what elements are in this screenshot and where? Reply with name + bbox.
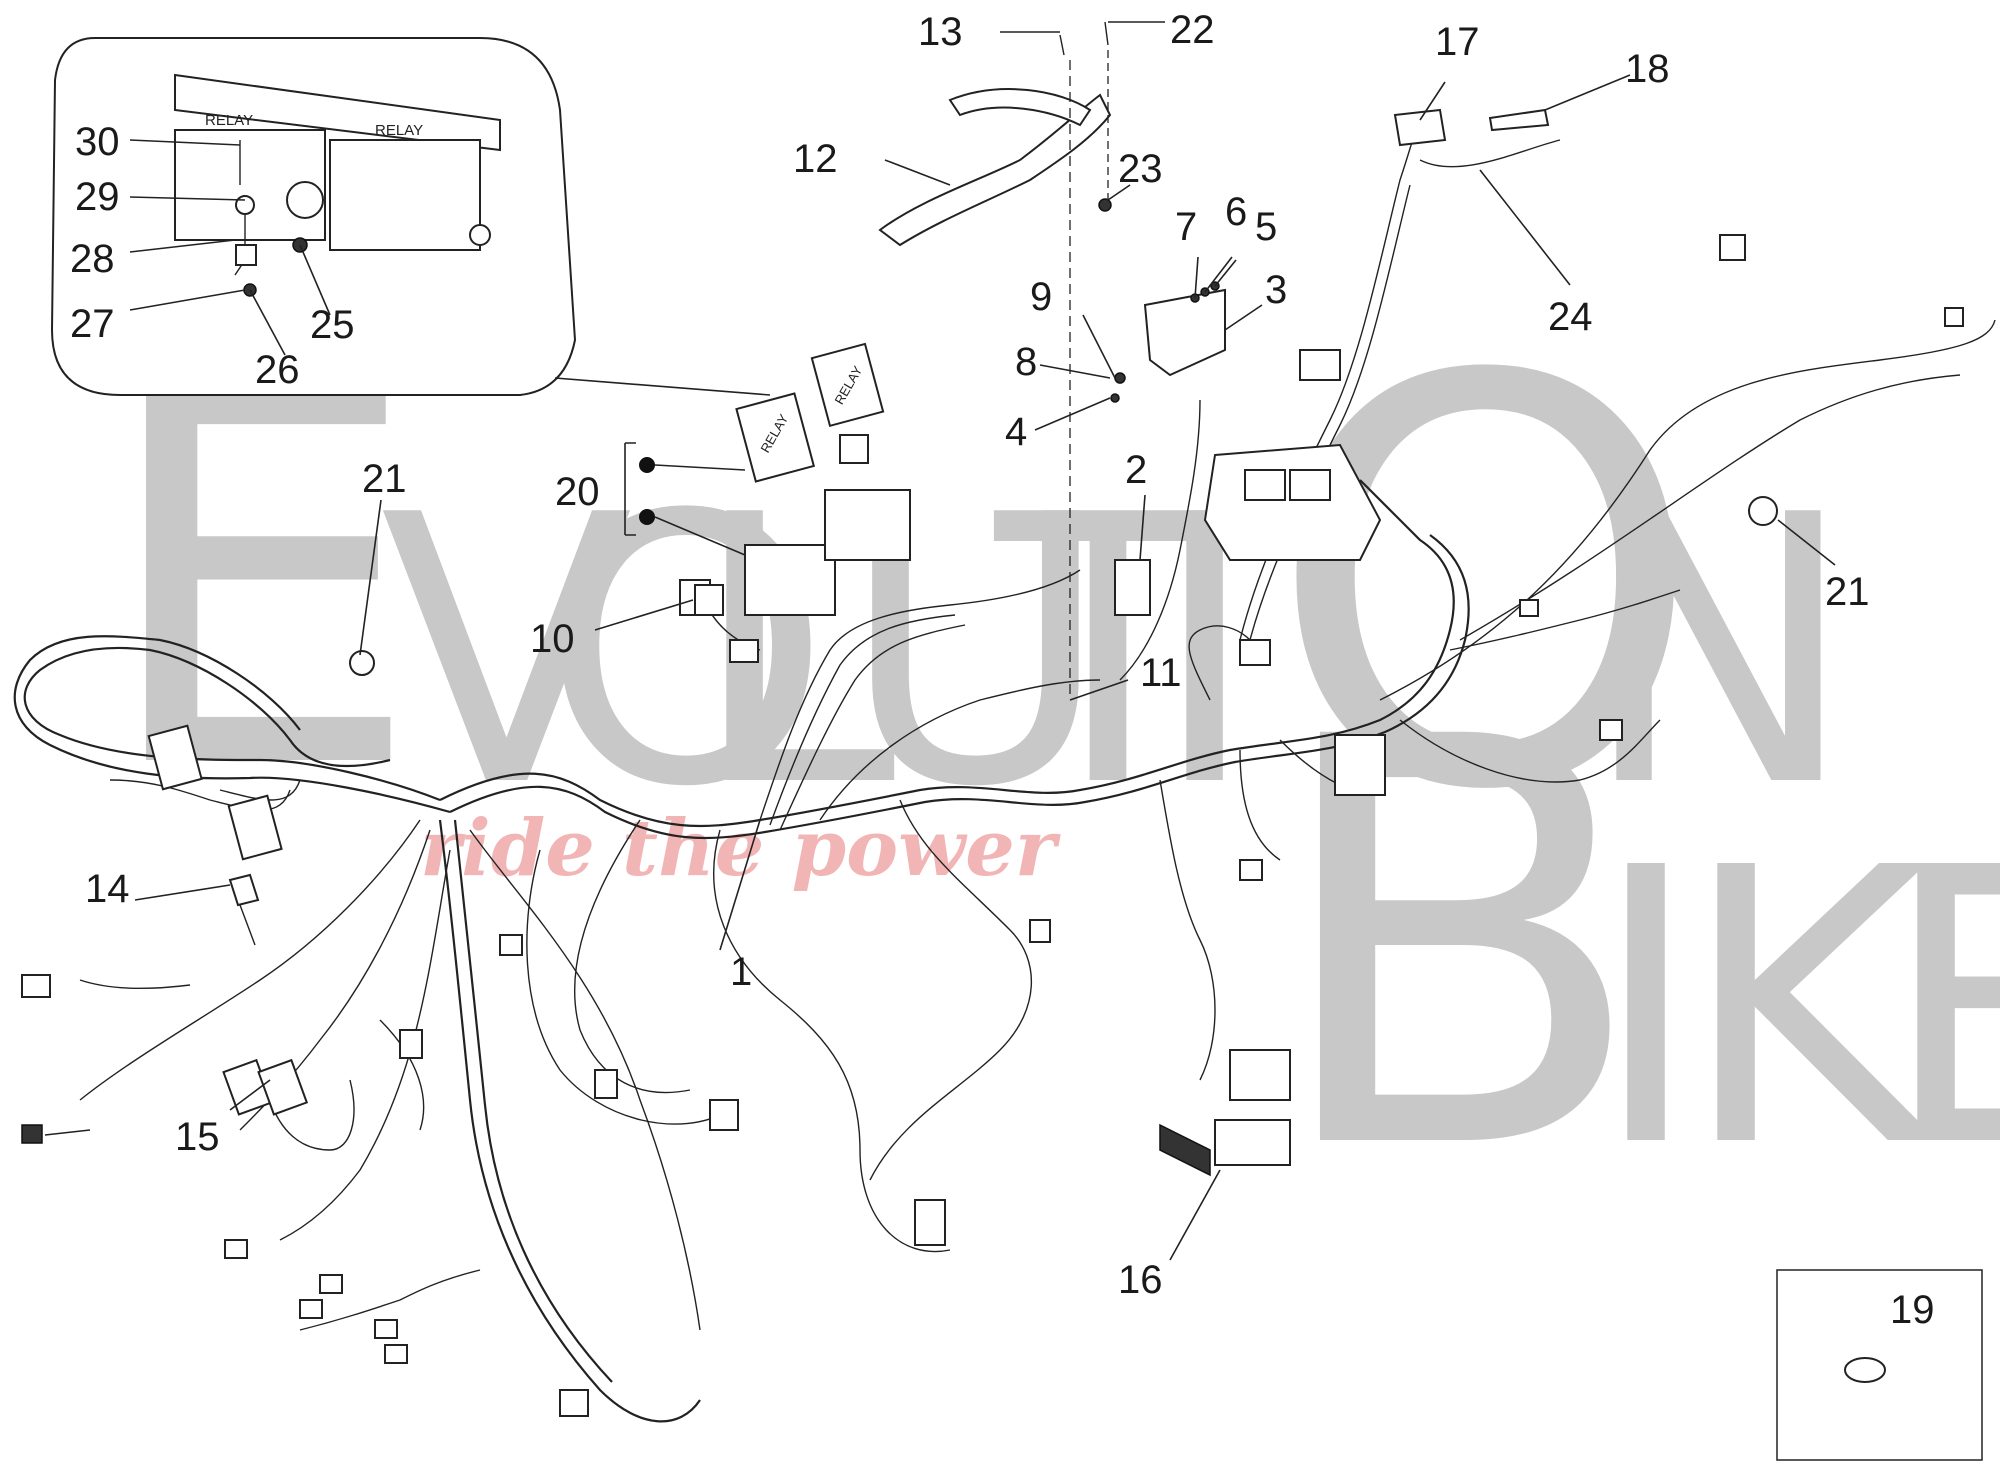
callout-6: 6 (1225, 190, 1247, 234)
callout-22: 22 (1170, 8, 1215, 52)
callout-3: 3 (1265, 268, 1287, 312)
callout-5: 5 (1255, 205, 1277, 249)
callout-13: 13 (918, 10, 963, 54)
callout-19: 19 (1890, 1288, 1935, 1332)
callout-27: 27 (70, 302, 115, 346)
callout-12: 12 (793, 137, 838, 181)
callout-21-right: 21 (1825, 570, 1870, 614)
main-harness (13, 119, 1996, 1423)
watermark: E V O L U T I O N B I K E ride the power (95, 261, 2000, 1273)
callout-16: 16 (1118, 1258, 1163, 1302)
watermark-letter-b: B (1265, 621, 1649, 1273)
watermark-tagline: ride the power (420, 803, 1061, 894)
watermark-letter-n: N (1580, 438, 1857, 868)
callout-23: 23 (1118, 147, 1163, 191)
callout-18: 18 (1625, 47, 1670, 91)
callout-numbers: 1 2 3 4 5 6 7 8 9 10 11 12 13 14 15 16 1… (70, 8, 1935, 1332)
callout-1: 1 (730, 950, 752, 994)
callout-14: 14 (85, 867, 130, 911)
watermark-letter-v: V (380, 438, 634, 868)
callout-9: 9 (1030, 275, 1052, 319)
inset-detail: RELAY RELAY (50, 37, 771, 396)
callout-29: 29 (75, 175, 120, 219)
leader-lines (129, 21, 1836, 1261)
watermark-letter-i2: I (1590, 787, 1702, 1230)
callout-28: 28 (70, 237, 115, 281)
watermark-letter-k: K (1680, 787, 1941, 1230)
callout-10: 10 (530, 617, 575, 661)
callout-4: 4 (1005, 410, 1027, 454)
callout-30: 30 (75, 120, 120, 164)
watermark-letter-t: T (989, 438, 1226, 868)
callout-17: 17 (1435, 20, 1480, 64)
callout-7: 7 (1175, 205, 1197, 249)
watermark-letter-e2: E (1880, 787, 2000, 1230)
callout-8: 8 (1015, 340, 1037, 384)
callout-2: 2 (1125, 448, 1147, 492)
callout-21-left: 21 (362, 457, 407, 501)
callout-25: 25 (310, 303, 355, 347)
watermark-letter-o: O (540, 438, 831, 868)
callout-26: 26 (255, 348, 300, 392)
callout-15: 15 (175, 1115, 220, 1159)
callout-24: 24 (1548, 295, 1593, 339)
connectors: RELAY RELAY (21, 21, 1983, 1461)
inset-relay-label-left: RELAY (205, 112, 253, 129)
callout-20: 20 (555, 470, 600, 514)
callout-11: 11 (1140, 651, 1182, 695)
inset-relay-label-right: RELAY (375, 122, 423, 139)
